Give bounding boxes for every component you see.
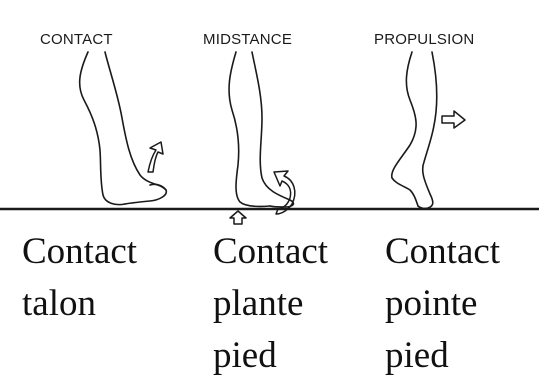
caption-line: pointe	[385, 278, 500, 330]
caption-foot-flat: Contact plante pied	[213, 226, 328, 382]
leg-midstance	[229, 52, 293, 207]
leg-heel-contact	[80, 52, 167, 205]
caption-heel-contact: Contact talon	[22, 226, 137, 330]
up-arrow-icon	[230, 211, 246, 224]
phase-label-propulsion: PROPULSION	[374, 31, 474, 48]
phase-label-contact: CONTACT	[40, 31, 113, 48]
caption-line: talon	[22, 278, 137, 330]
caption-line: Contact	[385, 226, 500, 278]
rotation-arrow-icon	[148, 142, 163, 172]
caption-line: Contact	[22, 226, 137, 278]
leg-propulsion	[392, 52, 437, 208]
caption-toe-off: Contact pointe pied	[385, 226, 500, 382]
phase-label-midstance: MIDSTANCE	[203, 31, 292, 48]
caption-line: Contact	[213, 226, 328, 278]
caption-line: pied	[385, 330, 500, 382]
right-arrow-icon	[442, 111, 465, 128]
caption-line: plante	[213, 278, 328, 330]
caption-line: pied	[213, 330, 328, 382]
